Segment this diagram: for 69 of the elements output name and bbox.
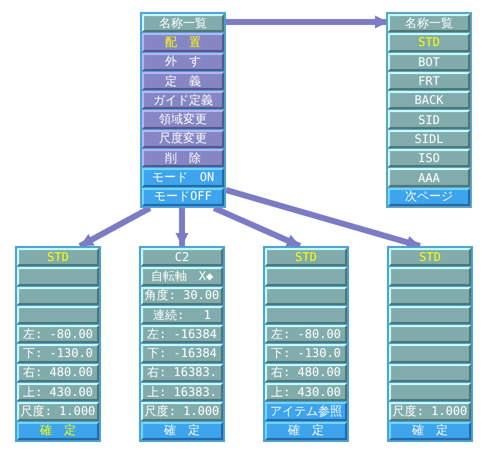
- empty-button: [389, 267, 471, 286]
- menu-button: 上: 430.00: [265, 383, 347, 402]
- menu-button: STD: [388, 33, 470, 52]
- menu-button: 上: 430.00: [17, 383, 99, 402]
- menu-panel: [139, 246, 225, 442]
- empty-button: [389, 383, 471, 402]
- menu-button: 尺度: 1.000: [17, 402, 99, 421]
- menu-button: 確 定: [17, 422, 99, 440]
- empty-button: [265, 267, 347, 286]
- menu-button: 左: -16384: [141, 325, 223, 344]
- arrow: [224, 15, 388, 29]
- menu-panel: [386, 12, 472, 208]
- menu-button: ISO: [388, 149, 470, 168]
- menu-panel: [387, 246, 473, 442]
- menu-button: 角度: 30.00: [141, 286, 223, 305]
- menu-button: SIDL: [388, 130, 470, 148]
- menu-button: 確 定: [141, 422, 223, 440]
- empty-button: [389, 286, 471, 305]
- empty-button: [265, 306, 347, 324]
- empty-button: [17, 306, 99, 324]
- empty-button: [389, 344, 471, 363]
- menu-button: 左: -80.00: [265, 325, 347, 344]
- empty-button: [389, 364, 471, 382]
- menu-button: 右: 16383.: [141, 364, 223, 382]
- menu-button: 連続: 1: [141, 306, 223, 324]
- menu-panel: [140, 12, 226, 208]
- menu-button: 左: -80.00: [17, 325, 99, 344]
- menu-button: 名称一覧: [388, 14, 470, 32]
- menu-button: 配 置: [142, 33, 224, 52]
- menu-button: 尺度: 1.000: [389, 402, 471, 421]
- menu-button: 確 定: [265, 422, 347, 440]
- menu-button: 確 定: [389, 422, 471, 440]
- menu-button: ガイド定義: [142, 91, 224, 110]
- menu-button: 領域変更: [142, 110, 224, 129]
- menu-button: 下: -130.0: [17, 344, 99, 363]
- menu-button: 名称一覧: [142, 14, 224, 32]
- menu-button: 尺度変更: [142, 130, 224, 148]
- menu-button: アイテム参照: [265, 402, 347, 421]
- empty-button: [265, 286, 347, 305]
- empty-button: [17, 286, 99, 305]
- menu-button: モード ON: [142, 168, 224, 187]
- menu-button: 尺度: 1.000: [141, 402, 223, 421]
- menu-button: 自転軸 X◆: [141, 267, 223, 286]
- menu-button: モードOFF: [142, 188, 224, 206]
- menu-button: BOT: [388, 52, 470, 71]
- menu-panel: [263, 246, 349, 442]
- empty-button: [389, 325, 471, 344]
- menu-button: 次ページ: [388, 188, 470, 206]
- menu-button: SID: [388, 110, 470, 129]
- menu-button: 定 義: [142, 72, 224, 90]
- menu-button: BACK: [388, 91, 470, 110]
- empty-button: [17, 267, 99, 286]
- menu-button: AAA: [388, 168, 470, 187]
- menu-button: C2: [141, 248, 223, 266]
- menu-button: STD: [389, 248, 471, 266]
- menu-button: STD: [17, 248, 99, 266]
- arrow: [175, 208, 189, 246]
- menu-button: 下: -130.0: [265, 344, 347, 363]
- menu-button: FRT: [388, 72, 470, 90]
- menu-button: 右: 480.00: [17, 364, 99, 382]
- menu-panel: [15, 246, 101, 442]
- empty-button: [389, 306, 471, 324]
- menu-button: 下: -16384: [141, 344, 223, 363]
- arrow: [225, 187, 421, 249]
- menu-button: 外 す: [142, 52, 224, 71]
- menu-button: 右: 480.00: [265, 364, 347, 382]
- menu-button: 上: 16383.: [141, 383, 223, 402]
- menu-button: STD: [265, 248, 347, 266]
- menu-button: 削 除: [142, 149, 224, 168]
